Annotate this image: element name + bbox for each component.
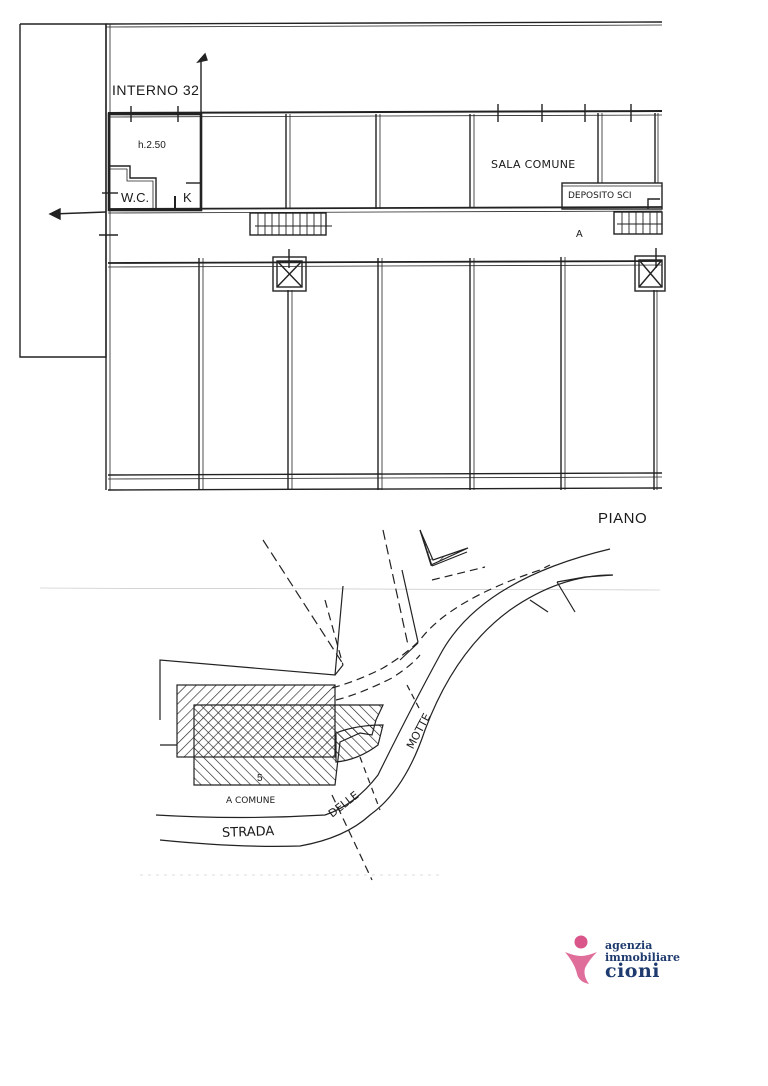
kitchen-label: K xyxy=(183,190,192,205)
ceiling-height-label: h.2.50 xyxy=(138,140,166,151)
site-plan xyxy=(39,529,661,881)
unit-label: INTERNO 32 xyxy=(112,82,200,98)
street-word-strada: STRADA xyxy=(221,824,275,841)
agency-logo-text: agenzia immobiliare cioni xyxy=(605,940,680,981)
logo-line-immobiliare: immobiliare xyxy=(605,951,680,964)
wc-label: W.C. xyxy=(121,190,150,205)
ski-storage-label: DEPOSITO SCI xyxy=(568,191,632,201)
logo-line-cioni: cioni xyxy=(605,960,660,982)
common-area-label: A COMUNE xyxy=(226,796,276,806)
agency-logo-mark-icon xyxy=(565,935,597,984)
common-room-label: SALA COMUNE xyxy=(491,158,576,171)
corridor-label: A xyxy=(576,229,583,240)
logo-line-agenzia: agenzia xyxy=(605,939,653,952)
floor-label: PIANO xyxy=(598,510,648,527)
building-plan xyxy=(19,21,666,491)
agency-logo: agenzia immobiliare cioni xyxy=(563,934,683,988)
building-number-label: 5 xyxy=(257,773,263,784)
